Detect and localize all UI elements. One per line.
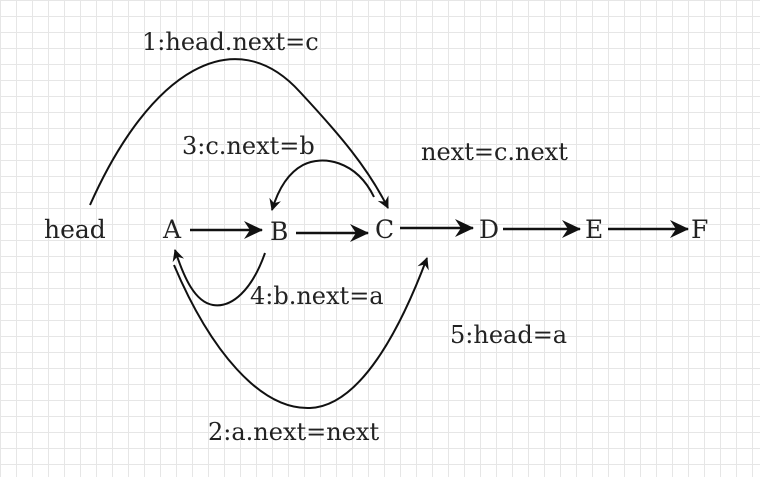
curve-b-to-a bbox=[172, 249, 266, 307]
step-label-1: 1:head.next=c bbox=[142, 28, 319, 56]
node-b: B bbox=[270, 217, 288, 246]
curve-a-to-next bbox=[173, 257, 429, 410]
node-head: head bbox=[44, 215, 106, 244]
curve-head-to-c bbox=[89, 58, 389, 209]
curve-c-to-b bbox=[269, 159, 375, 211]
node-e: E bbox=[585, 215, 603, 244]
step-label-5: 5:head=a bbox=[450, 321, 567, 349]
node-a: A bbox=[162, 215, 182, 244]
step-label-4: 4:b.next=a bbox=[250, 282, 384, 310]
node-c: C bbox=[375, 215, 394, 244]
step-label-3: 3:c.next=b bbox=[182, 132, 315, 160]
step-label-next: next=c.next bbox=[421, 138, 568, 166]
node-f: F bbox=[691, 215, 708, 244]
step-label-2: 2:a.next=next bbox=[208, 418, 379, 446]
node-d: D bbox=[479, 215, 499, 244]
